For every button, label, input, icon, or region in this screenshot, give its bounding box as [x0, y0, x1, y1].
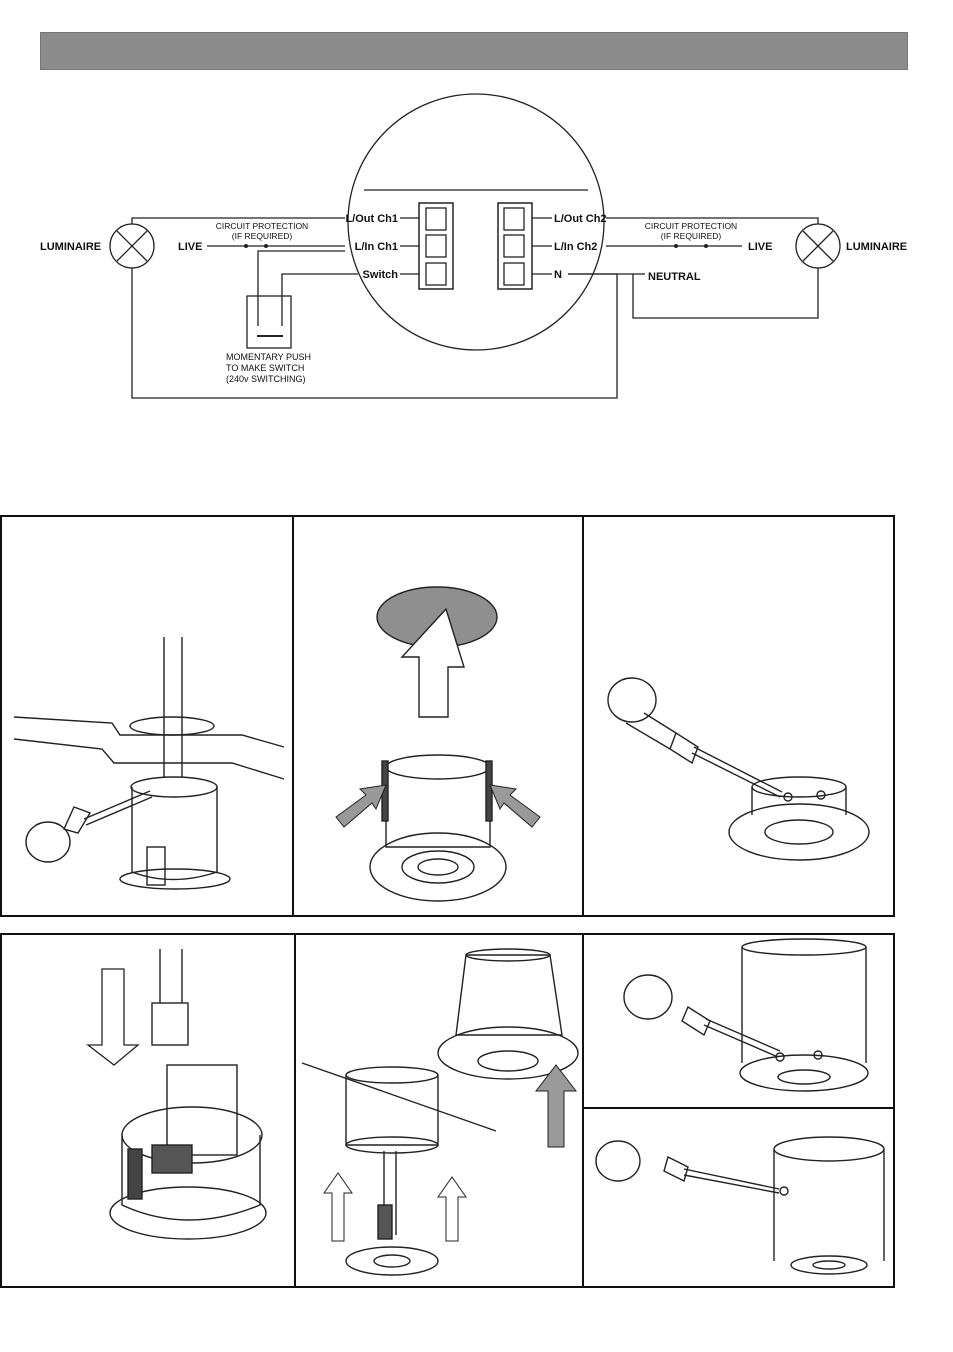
remove-cover-arrow-icon — [335, 586, 541, 902]
right-protection-line2: (IF REQUIRED) — [661, 231, 722, 241]
neutral-label: NEUTRAL — [648, 271, 701, 283]
screwdriver-side-screw-icon — [595, 1136, 885, 1275]
right-protection-line1: CIRCUIT PROTECTION — [645, 221, 737, 231]
step-screwdriver-housing — [584, 935, 895, 1107]
terminal-lin-ch1: L/In Ch1 — [355, 241, 398, 253]
connector-plug-icon — [86, 949, 267, 1240]
left-live-label: LIVE — [178, 241, 202, 253]
terminal-lout-ch2: L/Out Ch2 — [554, 213, 607, 225]
install-steps-row-2 — [0, 933, 895, 1288]
screwdriver-bezel-icon — [607, 677, 870, 861]
terminal-lin-ch2: L/In Ch2 — [554, 241, 597, 253]
step-fit-housing — [296, 935, 582, 1286]
terminal-switch: Switch — [363, 269, 399, 281]
screwdriver-housing-icon — [623, 938, 869, 1092]
wiring-diagram: L/Out Ch1 L/In Ch1 Switch L/Out Ch2 L/In… — [40, 93, 907, 399]
left-protection-line1: CIRCUIT PROTECTION — [216, 221, 308, 231]
section-header-bar — [40, 32, 908, 70]
terminal-lout-ch1: L/Out Ch1 — [345, 213, 398, 225]
right-live-label: LIVE — [748, 241, 772, 253]
install-steps-row-1 — [0, 515, 895, 917]
switch-label-line2: TO MAKE SWITCH — [226, 363, 304, 373]
switch-label-line3: (240v SWITCHING) — [226, 374, 306, 384]
left-protection-line2: (IF REQUIRED) — [232, 231, 293, 241]
step-screwdriver-bezel — [584, 517, 895, 915]
detector-outline — [347, 93, 605, 351]
ceiling-cutout-screwdriver-icon — [13, 637, 285, 890]
terminal-neutral: N — [554, 269, 562, 281]
step-ceiling-cutout — [2, 517, 292, 915]
push-switch-icon — [246, 295, 292, 349]
right-luminaire-label: LUMINAIRE — [846, 241, 907, 253]
left-luminaire-label: LUMINAIRE — [40, 241, 101, 253]
fit-housing-icon — [301, 948, 579, 1276]
step-remove-cover — [294, 517, 582, 915]
switch-label-line1: MOMENTARY PUSH — [226, 352, 311, 362]
step-screwdriver-side-screw — [584, 1109, 895, 1286]
step-connector-plug — [2, 935, 294, 1286]
